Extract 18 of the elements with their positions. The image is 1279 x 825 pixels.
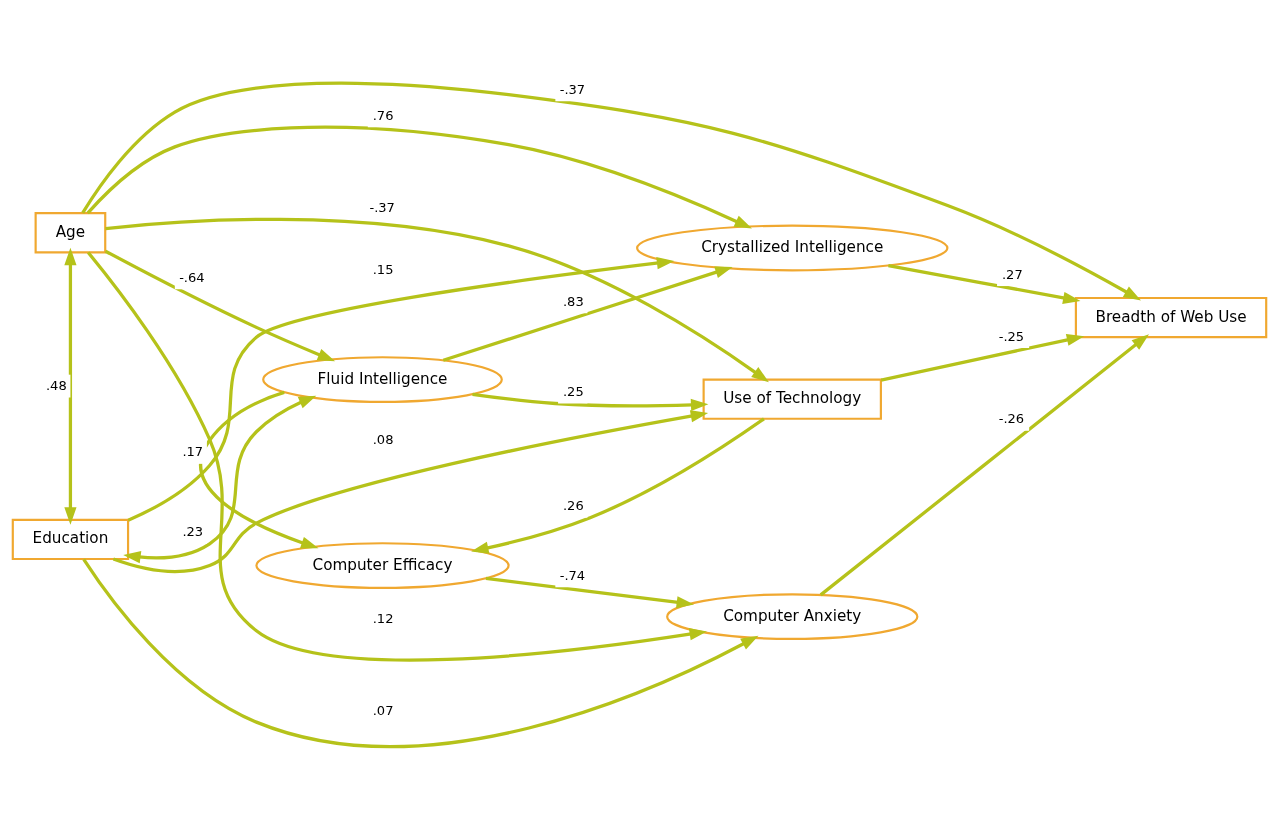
edge-label: .12 (372, 611, 394, 627)
edge-label: .15 (372, 262, 394, 278)
edge-label: -.26 (998, 411, 1025, 427)
edge-label: .83 (562, 293, 584, 309)
edge-label: -.64 (179, 269, 205, 285)
edge-label: .26 (562, 498, 584, 514)
edge-label: .17 (182, 444, 204, 460)
edge-label: .07 (372, 702, 394, 718)
edge-label: -.37 (559, 81, 586, 97)
edge-label: .25 (562, 384, 584, 399)
edge-label: -.74 (559, 567, 586, 583)
edge-label: .08 (372, 431, 394, 447)
edge-label: .48 (45, 378, 67, 394)
edge-label: .23 (182, 524, 204, 540)
edge-label: -.37 (369, 200, 395, 216)
edge-label: .76 (372, 107, 394, 123)
edge-label: .27 (1001, 266, 1023, 282)
edge-label: -.25 (998, 328, 1025, 344)
